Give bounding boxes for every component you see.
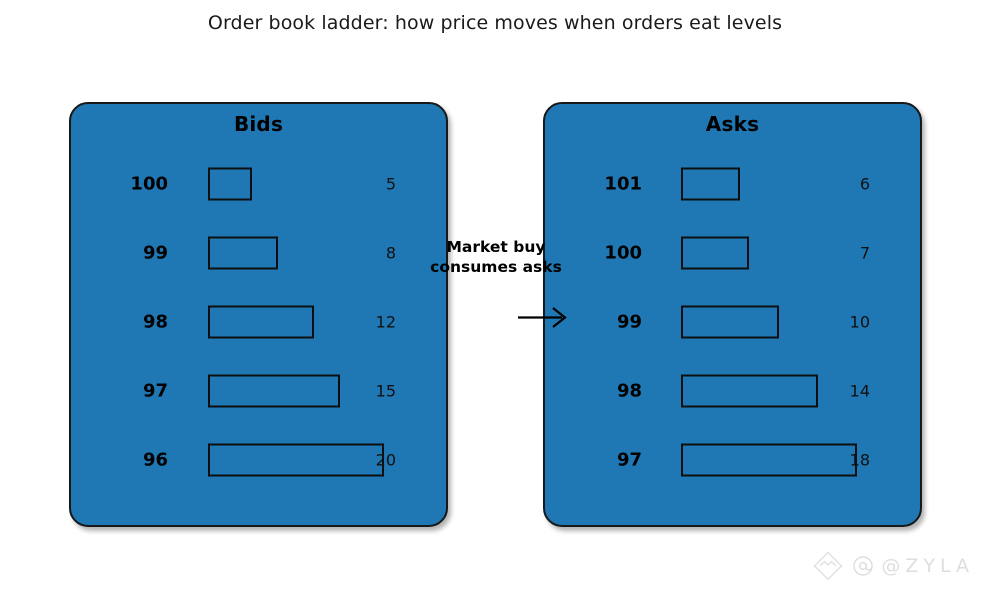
quantity-label: 14 — [849, 381, 870, 401]
depth-bar — [208, 236, 279, 270]
quantity-label: 15 — [375, 381, 396, 401]
asks-panel-title: Asks — [705, 112, 760, 136]
price-label: 96 — [142, 449, 168, 471]
depth-bar — [681, 167, 740, 201]
quantity-label: 18 — [849, 450, 870, 470]
depth-bar — [681, 305, 779, 339]
market-buy-annotation: Market buy consumes asks — [430, 238, 562, 276]
price-label: 101 — [604, 173, 642, 195]
price-label: 97 — [616, 449, 642, 471]
depth-bar — [681, 443, 857, 477]
quantity-label: 20 — [375, 450, 396, 470]
price-label: 98 — [142, 311, 168, 333]
quantity-label: 6 — [859, 174, 870, 194]
quantity-label: 10 — [849, 312, 870, 332]
at-sign-icon — [853, 556, 874, 576]
page-title: Order book ladder: how price moves when … — [207, 12, 783, 34]
arrow-right-icon — [518, 307, 567, 328]
price-label: 98 — [616, 380, 642, 402]
quantity-label: 12 — [375, 312, 396, 332]
depth-bar — [208, 305, 314, 339]
watermark: @ZYLA — [811, 549, 974, 583]
depth-bar — [208, 443, 384, 477]
depth-bar — [208, 167, 252, 201]
price-label: 100 — [130, 173, 168, 195]
diamond-logo-icon — [813, 551, 843, 581]
quantity-label: 8 — [385, 243, 396, 263]
depth-bar — [208, 374, 340, 408]
watermark-handle: @ZYLA — [881, 555, 974, 577]
bids-panel: Bids 100 5 99 8 98 12 97 15 96 20 — [69, 102, 448, 527]
quantity-label: 7 — [859, 243, 870, 263]
price-label: 99 — [142, 242, 168, 264]
price-label: 97 — [142, 380, 168, 402]
asks-panel: Asks 101 6 100 7 99 10 98 14 97 18 — [543, 102, 922, 527]
price-label: 99 — [616, 311, 642, 333]
price-label: 100 — [604, 242, 642, 264]
depth-bar — [681, 236, 750, 270]
quantity-label: 5 — [385, 174, 396, 194]
depth-bar — [681, 374, 818, 408]
bids-panel-title: Bids — [233, 112, 284, 136]
